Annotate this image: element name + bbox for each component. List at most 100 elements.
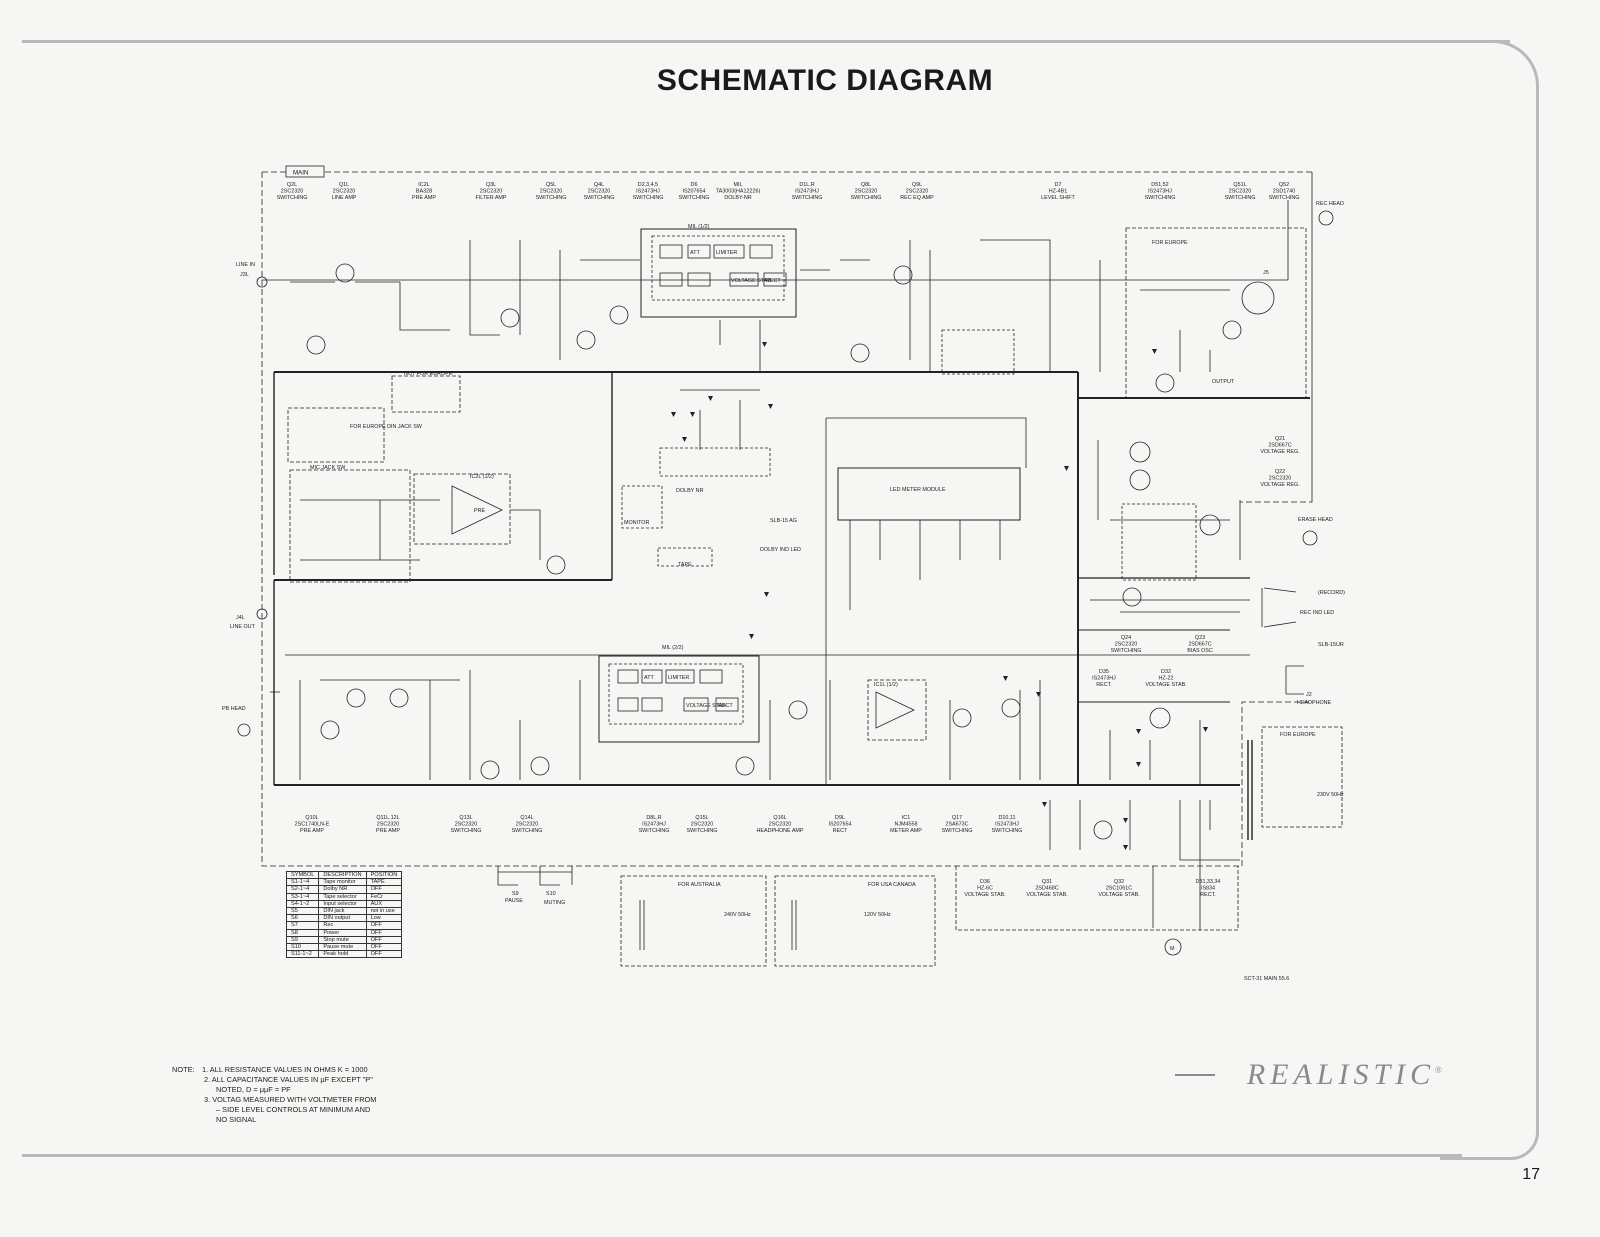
notes-prefix: NOTE: xyxy=(172,1065,195,1074)
table-cell: S2-1~4 xyxy=(285,885,320,894)
part-ref: D31,33,34 xyxy=(1196,879,1221,885)
brand-text: REALISTIC® xyxy=(1247,1058,1447,1092)
part-ref: IC1 xyxy=(902,815,910,821)
part-ref: Q15L xyxy=(695,815,708,821)
table-cell: S6 xyxy=(285,914,320,923)
table-cell: Rec xyxy=(318,921,367,930)
table-cell: Dolby NR xyxy=(318,885,367,894)
brand-logo: REALISTIC® xyxy=(1175,1056,1455,1091)
page-frame-right xyxy=(1440,40,1539,1160)
right-part-ref: Q24 xyxy=(1121,635,1131,641)
part-ref: D9L xyxy=(835,815,845,821)
page-frame-bottom xyxy=(22,1154,1462,1157)
mic-jack-sw-label: MIC JACK SW xyxy=(310,465,346,471)
voltage-stab2-label: VOLTAGE STAB xyxy=(686,703,726,709)
mil1-label: MIL (1/2) xyxy=(688,224,710,230)
part-type: HZ-6C xyxy=(977,886,993,892)
table-cell: S9 xyxy=(285,935,320,944)
right-part-type: 2SD667C xyxy=(1268,443,1291,449)
pause-label: PAUSE xyxy=(505,898,523,904)
table-cell: Low xyxy=(365,914,403,923)
part-func: DOLBY-NR xyxy=(724,195,751,201)
part-ref: Q51L xyxy=(1233,182,1246,188)
note-1: 1. ALL RESISTANCE VALUES IN OHMS K = 100… xyxy=(202,1065,368,1074)
part-ref: Q52 xyxy=(1279,182,1289,188)
part-func: LEVEL SHIFT xyxy=(1041,195,1075,201)
table-cell: S10 xyxy=(285,942,320,952)
part-type: 2SC2320 xyxy=(516,822,538,828)
led-meter-label: LED METER MODULE xyxy=(890,487,946,493)
limiter-label: LIMITER xyxy=(716,250,737,256)
j2-label: J2 xyxy=(1306,692,1312,698)
part-func: VOLTAGE STAB. xyxy=(964,892,1005,898)
output-label: OUTPUT xyxy=(1212,379,1235,385)
notes: NOTE: 1. ALL RESISTANCE VALUES IN OHMS K … xyxy=(172,1065,376,1125)
for-australia-label: FOR AUSTRALIA xyxy=(678,882,721,888)
att2-label: ATT xyxy=(644,675,654,681)
part-type: 2SC2320 xyxy=(691,822,713,828)
part-func: LINE AMP xyxy=(332,195,357,201)
table-cell: Pause mute xyxy=(318,942,367,952)
right-part-type: 2SC2320 xyxy=(1269,476,1291,482)
part-type: IS2473HJ xyxy=(795,189,819,195)
note-2: 2. ALL CAPACITANCE VALUES IN μF EXCEPT "… xyxy=(204,1075,373,1084)
part-type: TA3003(HA12226) xyxy=(716,189,761,195)
switch-table-column-header: POSITION xyxy=(365,870,403,880)
right-part-type: IS2473HJ xyxy=(1092,676,1116,682)
right-part-func: BIAS OSC xyxy=(1187,648,1213,654)
page-number: 17 xyxy=(1522,1166,1540,1183)
pb-head-label: PB HEAD xyxy=(222,706,246,712)
recording-label: (RECORD) xyxy=(1318,590,1345,596)
part-type: 2SA673C xyxy=(945,822,968,828)
for-europe-power-label: FOR EUROPE xyxy=(1280,732,1316,738)
part-func: SWITCHING xyxy=(942,828,973,834)
table-cell: OFF xyxy=(365,885,403,894)
voltage-120-label: 120V 50Hz xyxy=(864,912,891,918)
part-func: SWITCHING xyxy=(792,195,823,201)
part-func: REC EQ AMP xyxy=(900,195,934,201)
part-ref: D1L,R xyxy=(799,182,814,188)
part-ref: IC2L xyxy=(418,182,429,188)
table-cell: Peak hold xyxy=(318,950,367,959)
muting-label: MUTING xyxy=(544,900,565,906)
table-cell: not in use xyxy=(365,906,403,916)
voltage-230-label: 230V 50Hz xyxy=(1317,792,1344,798)
j5-label: J5 xyxy=(1263,270,1269,276)
table-cell: S1-1~4 xyxy=(285,878,320,887)
table-cell: Power xyxy=(318,928,367,937)
part-ref: Q9L xyxy=(912,182,922,188)
part-ref: Q1L xyxy=(339,182,349,188)
right-part-type: HZ-22 xyxy=(1159,676,1174,682)
part-type: 2SC2320 xyxy=(455,822,477,828)
part-type: 2SD468C xyxy=(1035,886,1058,892)
s10-label: S10 xyxy=(546,891,556,897)
part-type: 2SC2320 xyxy=(540,189,562,195)
table-cell: S3-1~4 xyxy=(285,892,320,901)
part-ref: D51,52 xyxy=(1151,182,1168,188)
part-ref: D36 xyxy=(980,879,990,885)
rect2-label: RECT xyxy=(718,703,733,709)
note-3b: – SIDE LEVEL CONTROLS AT MINIMUM AND xyxy=(216,1105,371,1114)
part-func: FILTER AMP xyxy=(475,195,506,201)
table-cell: FeCr xyxy=(365,892,403,901)
part-func: SWITCHING xyxy=(512,828,543,834)
part-type: IS207654 xyxy=(682,189,705,195)
table-cell: Input selector xyxy=(318,899,367,908)
revision-label: SCT-31 MAIN 55.6 xyxy=(1244,976,1289,982)
part-func: VOLTAGE STAB. xyxy=(1026,892,1067,898)
part-type: 2SD1740 xyxy=(1273,189,1295,195)
part-func: METER AMP xyxy=(890,828,922,834)
rec-head-label: REC HEAD xyxy=(1316,201,1344,207)
part-func: HEADPHONE AMP xyxy=(756,828,803,834)
part-func: PRE AMP xyxy=(376,828,400,834)
brand-name: REALISTIC xyxy=(1246,1058,1436,1091)
